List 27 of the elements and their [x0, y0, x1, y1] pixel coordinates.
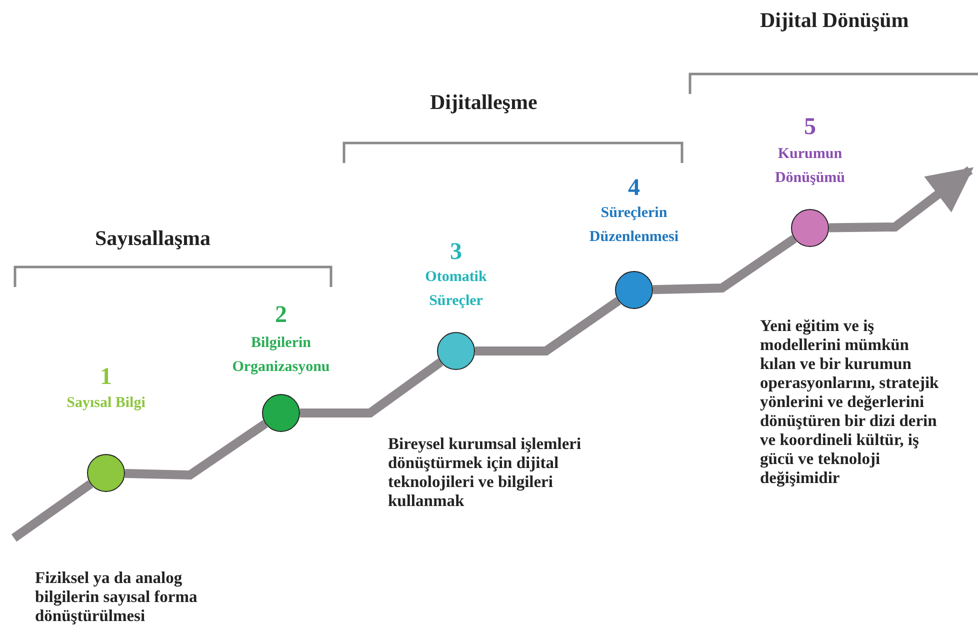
- step-circle: [791, 209, 829, 247]
- step-name: Sayısal Bilgi: [66, 394, 146, 413]
- step-number: 2: [274, 302, 288, 329]
- stage-title: Dijital Dönüşüm: [760, 8, 909, 33]
- description-text: Fiziksel ya da analog bilgilerin sayısal forma dönüştürülmesi: [35, 568, 198, 625]
- step-circle: [87, 454, 125, 492]
- path-line: [11, 480, 94, 542]
- step-name: Otomatik Süreçler: [424, 268, 488, 311]
- step-name: Kurumun Dönüşümü: [774, 145, 846, 188]
- step-circle: [262, 394, 300, 432]
- step-name: Süreçlerin Düzenlenmesi: [588, 204, 680, 247]
- path-line: [124, 420, 268, 480]
- path-line: [300, 358, 444, 418]
- path-line: [475, 297, 621, 356]
- step-name: Bilgilerin Organizasyonu: [231, 334, 331, 377]
- step-number: 4: [627, 175, 641, 202]
- step-number: 3: [449, 239, 463, 266]
- stage-title: Sayısallaşma: [95, 226, 211, 251]
- stage-title: Dijitalleşme: [430, 90, 538, 115]
- path-line: [828, 166, 974, 232]
- step-circle: [615, 271, 653, 309]
- path-line: [652, 234, 797, 294]
- step-number: 5: [803, 114, 817, 141]
- description-text: Bireysel kurumsal işlemleri dönüştürmek için dijital teknolojileri ve bilgileri kullanmak: [388, 434, 582, 510]
- step-circle: [437, 332, 475, 370]
- description-text: Yeni eğitim ve iş modellerini mümkün kılan ve bir kurumun operasyonlarını, stratejik yönlerini ve değerlerini dönüştüren bir dizi derin ve koordineli kültür, iş gücü ve teknoloji değişimidir: [760, 316, 940, 487]
- step-number: 1: [99, 364, 113, 391]
